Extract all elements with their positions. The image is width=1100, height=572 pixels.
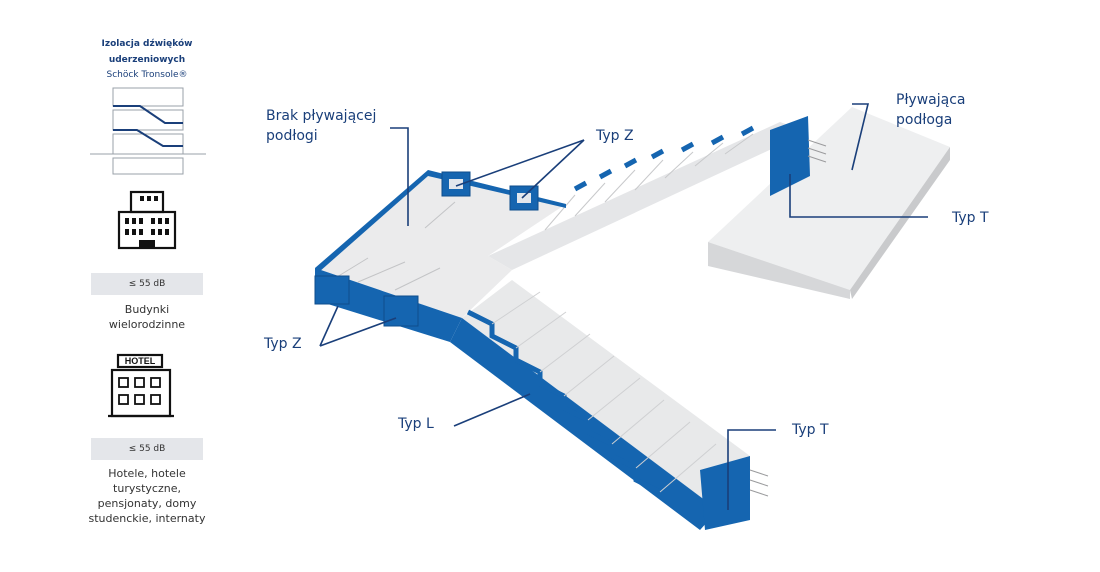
lower-flight (462, 280, 750, 510)
label-floating-floor: Pływająca podłoga (896, 92, 966, 128)
apartment-building-icon (117, 190, 177, 250)
sidebar-title: Izolacja dźwięków uderzeniowych (101, 39, 193, 65)
label-type-l: Typ L (398, 416, 434, 432)
sidebar-subtitle: Schöck Tronsole® (106, 70, 188, 80)
floating-floor-slab (708, 107, 950, 290)
label-no-floating-floor: Brak pływającej podłogi (266, 108, 377, 144)
landing-slab (315, 170, 566, 318)
label-type-z-top: Typ Z (596, 128, 634, 144)
sidebar: Izolacja dźwięków uderzeniowych Schöck T… (88, 36, 206, 82)
bearing-z-3 (314, 275, 350, 305)
leader-lines (319, 103, 928, 510)
stair-schematic-icon (90, 87, 206, 175)
upper-flight (488, 122, 808, 270)
db-bar-apartments: ≤ 55 dB (91, 273, 203, 295)
hotel-building-icon (108, 353, 174, 418)
label-type-t-bottom: Typ T (792, 422, 829, 438)
label-type-z-left: Typ Z (264, 336, 302, 352)
label-type-t-right: Typ T (952, 210, 989, 226)
staircase-illustration (314, 107, 950, 530)
description-hotels: Hotele, hotele turystyczne, pensjonaty, … (88, 467, 206, 525)
bearing-z-4 (383, 295, 419, 327)
hotel-sign-text: HOTEL (125, 356, 156, 366)
db-bar-hotels: ≤ 55 dB (91, 438, 203, 460)
description-apartments: Budynki wielorodzinne (108, 303, 186, 331)
